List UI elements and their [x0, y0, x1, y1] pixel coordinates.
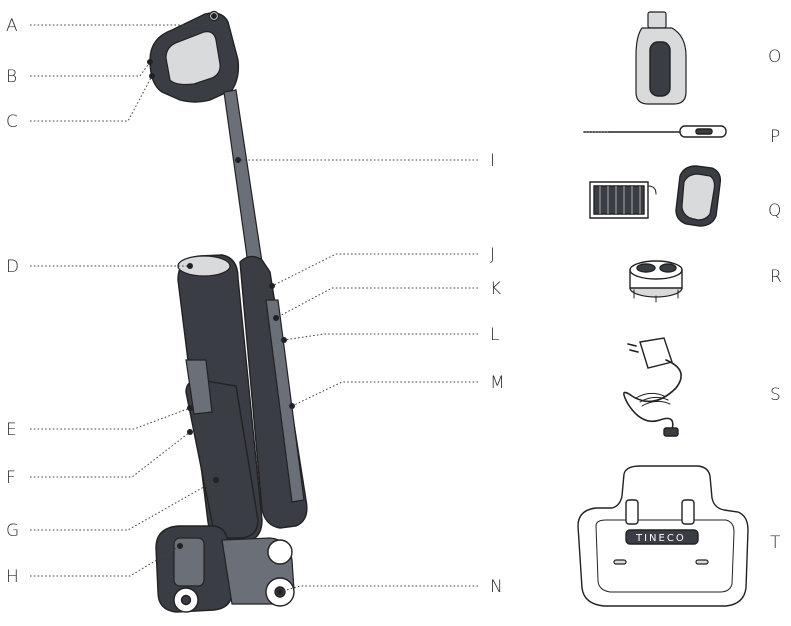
front-wheel-hub [182, 596, 191, 605]
callout-S: S [770, 385, 781, 405]
callout-Q: Q [768, 201, 781, 221]
accessory-solution-bottle [636, 12, 686, 104]
callout-A: A [6, 16, 18, 36]
mid-wheel [268, 540, 292, 564]
callout-E: E [6, 420, 17, 440]
accessory-charging-dock: TINECO [578, 466, 748, 606]
callout-K: K [490, 279, 501, 299]
callout-N: N [490, 577, 503, 597]
dock-logo-text: TINECO [635, 533, 686, 544]
accessory-filter [590, 182, 656, 218]
callout-J: J [490, 245, 495, 265]
callout-M: M [490, 373, 505, 393]
callout-H: H [6, 567, 19, 587]
callout-P: P [770, 127, 780, 147]
accessory-filter-housing [676, 166, 720, 226]
callout-I: I [490, 151, 495, 171]
accessory-cleaning-brush [584, 126, 726, 137]
callout-G: G [6, 521, 19, 541]
accessory-charger [624, 338, 681, 436]
accessory-roller-holder [630, 261, 682, 302]
callout-L: L [490, 325, 499, 345]
vacuum-main-unit [150, 12, 307, 613]
handle-shaft [224, 90, 262, 264]
callout-D: D [6, 257, 19, 277]
callout-C: C [6, 112, 18, 132]
callout-T: T [770, 533, 781, 553]
callout-F: F [6, 468, 16, 488]
callout-O: O [768, 47, 781, 67]
callout-R: R [770, 267, 782, 287]
callout-B: B [6, 67, 17, 87]
